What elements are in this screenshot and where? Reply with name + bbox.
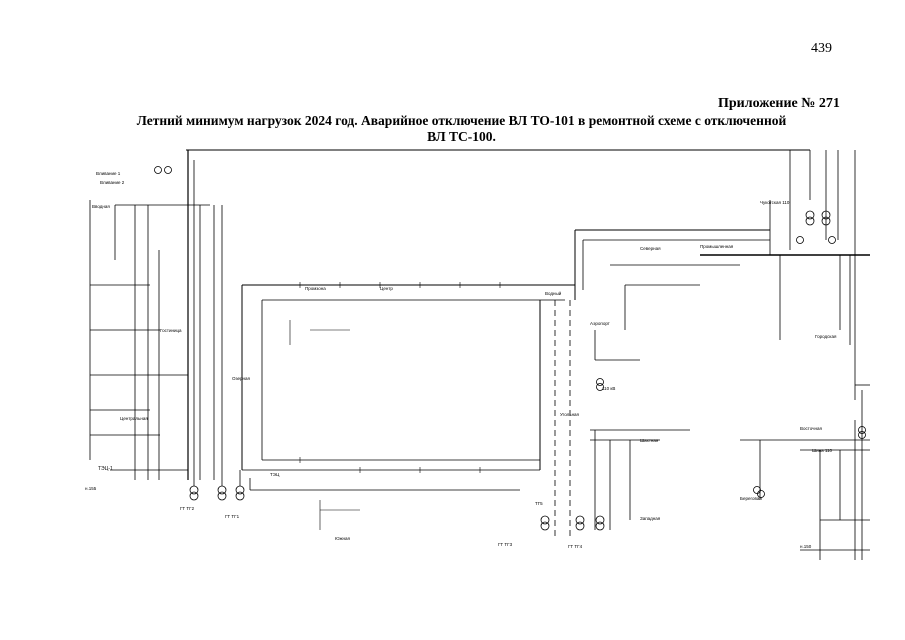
svg-text:Аэропорт: Аэропорт — [590, 321, 610, 326]
label-gt-tg4: ГТ ТГ4 — [568, 544, 583, 549]
svg-text:Восточная: Восточная — [800, 426, 823, 431]
svg-text:Промышленная: Промышленная — [700, 244, 734, 249]
svg-text:ТЭЦ-1: ТЭЦ-1 — [98, 466, 113, 472]
svg-text:Шахтная: Шахтная — [640, 438, 659, 443]
page-number: 439 — [811, 41, 832, 56]
svg-text:н.150: н.150 — [800, 544, 812, 549]
svg-text:110 кВ: 110 кВ — [602, 386, 615, 391]
svg-text:Городская: Городская — [815, 334, 837, 339]
label-gt-tg3: ГТ ТГ3 — [498, 542, 513, 547]
label-tg5: ТГ5 — [535, 501, 543, 506]
appendix-label: Приложение № 271 — [718, 96, 840, 111]
label-gt-tg1: ГТ ТГ1 — [225, 514, 240, 519]
svg-text:Водный: Водный — [545, 290, 562, 296]
svg-text:Вливание 2: Вливание 2 — [100, 180, 125, 185]
svg-text:Южная: Южная — [335, 536, 351, 541]
svg-text:Западная: Западная — [640, 516, 661, 521]
svg-text:Вливание 1: Вливание 1 — [96, 171, 121, 176]
svg-text:Вводная: Вводная — [92, 204, 110, 209]
diagram-title-continuation: ВЛ ТС-100. — [427, 129, 496, 144]
svg-text:Гостиница: Гостиница — [160, 328, 182, 333]
svg-text:Северная: Северная — [640, 246, 661, 251]
svg-text:Чукотская 110: Чукотская 110 — [760, 200, 790, 205]
svg-text:Центральная: Центральная — [120, 416, 148, 421]
label-ozernaya: Озерная — [232, 376, 251, 381]
svg-text:Береговая: Береговая — [740, 496, 762, 501]
diagram-title: Летний минимум нагрузок 2024 год. Аварий… — [136, 113, 787, 128]
svg-text:н.155: н.155 — [85, 486, 97, 491]
label-bus-right: Шина 110 — [812, 448, 833, 453]
svg-text:Угольная: Угольная — [560, 412, 580, 417]
svg-text:Промзона: Промзона — [305, 286, 326, 291]
label-gt-tg2: ГТ ТГ2 — [180, 506, 195, 511]
svg-text:Центр: Центр — [380, 286, 393, 291]
svg-text:ТЭЦ: ТЭЦ — [270, 472, 280, 477]
